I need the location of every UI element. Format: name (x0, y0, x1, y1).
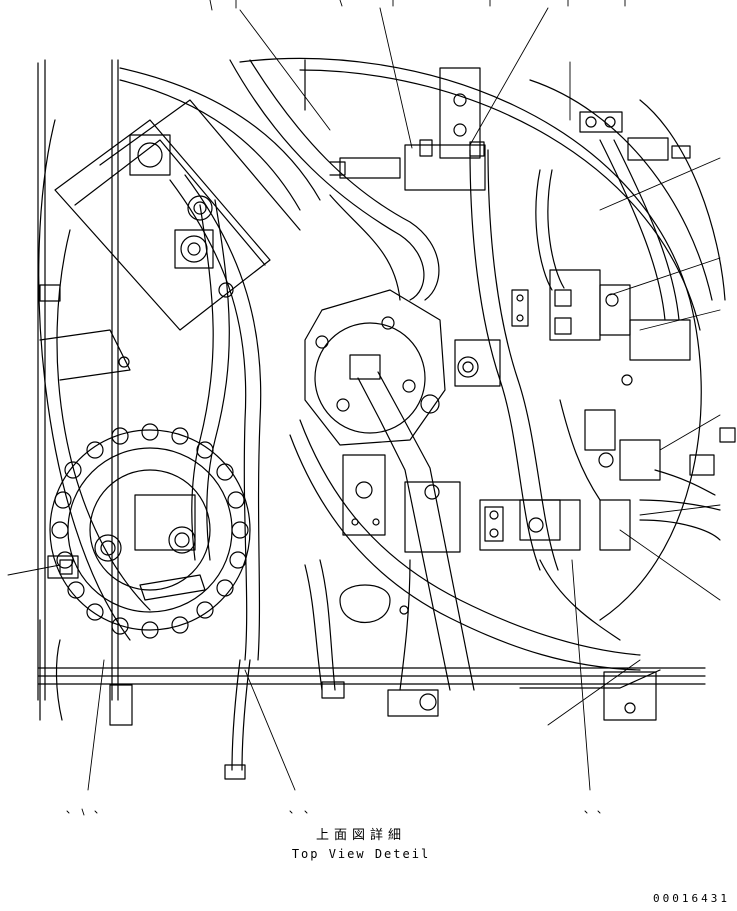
hoses (39, 59, 721, 780)
turntable-outlines (38, 57, 726, 641)
bottom-callout-stubs (66, 808, 601, 816)
center-manifold (339, 339, 501, 623)
caption-block: 上面図詳細 Top View Deteil (292, 827, 430, 861)
chassis-frame (37, 59, 706, 726)
leader-lines (7, 0, 721, 791)
top-valve-cluster (329, 67, 486, 191)
swing-motor (47, 423, 251, 639)
caption-english: Top View Deteil (292, 847, 430, 861)
caption-japanese: 上面図詳細 (316, 827, 406, 843)
center-pump (304, 289, 475, 691)
drawing-number: 00016431 (653, 892, 730, 905)
swing-motor-bolts (51, 423, 249, 639)
control-valve-block (39, 99, 301, 381)
right-valve-cluster (479, 111, 736, 551)
